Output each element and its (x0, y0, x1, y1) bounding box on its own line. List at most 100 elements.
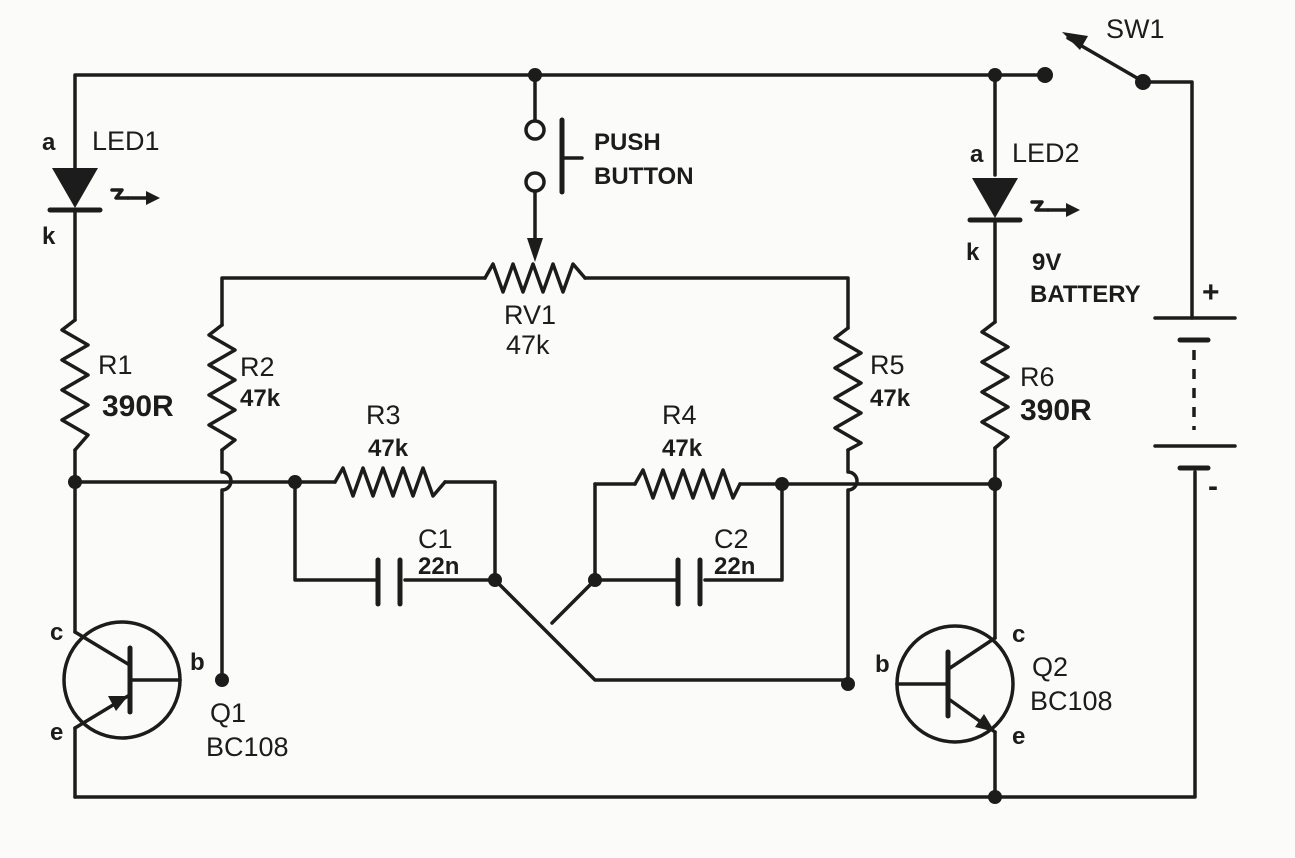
led1: a k LED1 (42, 126, 160, 250)
q2-name: Q2 (1032, 652, 1068, 682)
capacitor-c1: C1 22n (375, 524, 459, 607)
junction-dot (775, 477, 789, 491)
rv1-resistor-icon (483, 262, 587, 294)
led1-arrow-icon (146, 191, 160, 205)
battery: 9V BATTERY + - (1030, 249, 1237, 503)
q2-emitter-label: e (1012, 723, 1025, 750)
switch-sw1: SW1 (1037, 14, 1165, 90)
push-button-contact (524, 171, 546, 193)
r2-value: 47k (240, 385, 281, 412)
resistor-r5: R5 47k (833, 326, 911, 452)
resistor-r6: R6 390R (980, 320, 1092, 450)
led2-diode-icon (972, 178, 1018, 218)
junction-dot (841, 677, 855, 691)
switch-contact (1135, 74, 1151, 90)
battery-minus-sign: - (1208, 470, 1218, 503)
r1-value: 390R (102, 390, 174, 423)
q2-base-label: b (875, 651, 890, 678)
junction-dot (68, 475, 82, 489)
junction-dot (488, 573, 502, 587)
junction-dot (215, 673, 229, 687)
r3-name: R3 (366, 400, 401, 430)
resistor-r2: R2 47k (207, 323, 281, 452)
c1-left-wire (293, 480, 377, 582)
wires (73, 73, 1197, 799)
push-button: PUSH BUTTON (524, 117, 694, 262)
r2-name: R2 (240, 352, 275, 382)
battery-label: BATTERY (1030, 281, 1141, 308)
r5-base-wire (846, 448, 859, 686)
r5-value: 47k (870, 385, 911, 412)
r4-resistor-icon (633, 468, 742, 500)
r5-name: R5 (870, 350, 905, 380)
junction-dot (588, 573, 602, 587)
q1-collector-lead (73, 630, 130, 666)
battery-voltage: 9V (1032, 249, 1061, 276)
battery-plus-sign: + (1202, 276, 1220, 309)
r2-resistor-icon (207, 323, 237, 452)
switch-arrow-icon (1062, 32, 1088, 50)
c2-to-q1-base-wire (550, 578, 597, 625)
led1-diode-icon (52, 168, 98, 208)
junction-dot (288, 475, 302, 489)
r3-resistor-icon (333, 466, 447, 498)
led1-anode-label: a (42, 129, 56, 156)
junction-dot (988, 790, 1002, 804)
c2-name: C2 (714, 524, 749, 554)
led2-cathode-label: k (966, 239, 980, 266)
rv1-left-wire (220, 276, 487, 327)
rv1-name: RV1 (504, 300, 556, 330)
c1-value: 22n (418, 553, 459, 580)
positive-rail-wire (73, 73, 1047, 170)
resistor-r1: R1 390R (60, 318, 174, 452)
r1-resistor-icon (60, 318, 90, 452)
led2: a k LED2 (966, 138, 1080, 266)
q2-collector-lead (948, 636, 997, 670)
q1-emitter-arrow-icon (108, 696, 128, 711)
r2-base-wire (220, 448, 233, 682)
push-button-label-line2: BUTTON (594, 163, 694, 190)
junction-dot (988, 477, 1002, 491)
led1-label: LED1 (92, 126, 160, 156)
transistor-q2: c b e Q2 BC108 (875, 621, 1113, 750)
push-button-label-line1: PUSH (594, 129, 661, 156)
q2-emitter-arrow-icon (975, 714, 995, 732)
switch-battery-wire (1143, 80, 1194, 320)
led2-anode-label: a (970, 141, 984, 168)
c1-to-q2-base-wire (493, 578, 850, 682)
rv1-value: 47k (506, 330, 550, 360)
led2-light-icon (1030, 200, 1050, 212)
led2-arrow-icon (1066, 203, 1080, 217)
r4-value: 47k (662, 435, 703, 462)
q1-name: Q1 (210, 698, 246, 728)
r6-value: 390R (1020, 394, 1092, 427)
c2-value: 22n (714, 553, 755, 580)
q1-base-label: b (190, 649, 205, 676)
r3-value: 47k (368, 435, 409, 462)
junction-dot (528, 68, 542, 82)
q1-collector-label: c (50, 619, 63, 646)
led1-light-icon (110, 188, 130, 200)
c2-right-wire (703, 482, 784, 582)
led1-cathode-label: k (42, 223, 56, 250)
q1-type: BC108 (206, 732, 289, 762)
transistor-q1: c b e Q1 BC108 (50, 619, 289, 762)
c2-left-wire (593, 482, 677, 582)
potentiometer-rv1: RV1 47k (483, 262, 587, 360)
q1-emitter-label: e (50, 719, 63, 746)
switch-contact (1037, 67, 1053, 83)
junctions (68, 68, 1002, 804)
negative-rail-wire (73, 470, 1197, 799)
c1-name: C1 (418, 524, 453, 554)
r6-name: R6 (1020, 362, 1055, 392)
push-button-contact (524, 119, 546, 141)
capacitor-c2: C2 22n (675, 524, 755, 607)
led2-label: LED2 (1012, 138, 1080, 168)
rv1-right-wire (583, 276, 850, 330)
r4-name: R4 (662, 400, 697, 430)
q2-type: BC108 (1030, 686, 1113, 716)
r1-name: R1 (98, 350, 133, 380)
wiper-arrow-icon (527, 238, 543, 262)
